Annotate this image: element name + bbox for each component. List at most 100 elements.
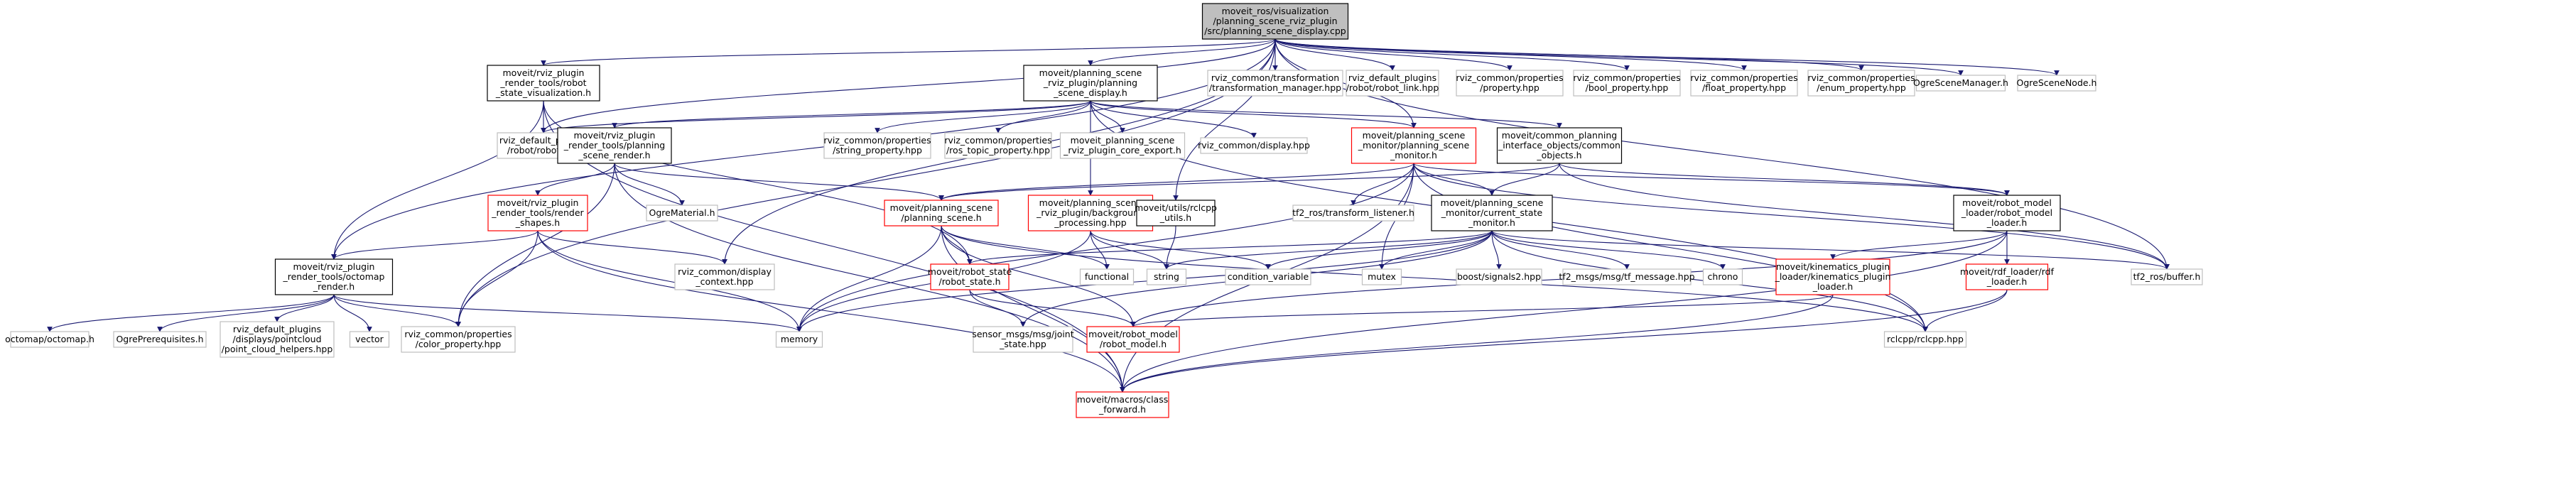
node-label-line: _utils.h (1159, 212, 1191, 223)
node-rdf-loader[interactable]: moveit/rdf_loader/rdf_loader.h (1960, 263, 2055, 290)
node-common-pio[interactable]: moveit/common_planning_interface_objects… (1496, 127, 1623, 164)
edge-octomap-render-to-octomap (47, 294, 335, 332)
edge-common-pio-to-csm (1489, 163, 1560, 196)
node-box (1361, 268, 1402, 285)
node-float-prop[interactable]: rviz_common/properties/float_property.hp… (1690, 70, 1798, 97)
node-rclcpp[interactable]: rclcpp/rclcpp.hpp (1883, 331, 1967, 348)
node-property[interactable]: rviz_common/properties/property.hpp (1456, 70, 1564, 97)
node-display-hpp[interactable]: rviz_common/display.hpp (1198, 137, 1310, 154)
node-label-line: moveit/rviz_plugin (503, 67, 585, 78)
node-box (1807, 70, 1915, 97)
node-enum-prop[interactable]: rviz_common/properties/enum_property.hpp (1807, 70, 1915, 97)
node-tf-listener[interactable]: tf2_ros/transform_listener.h (1292, 204, 1414, 222)
node-label-line: moveit/planning_scene (1039, 67, 1142, 78)
node-bg-processing[interactable]: moveit/planning_scene_rviz_plugin/backgr… (1027, 195, 1154, 231)
node-octomap-render[interactable]: moveit/rviz_plugin_render_tools/octomap_… (274, 258, 394, 295)
node-ogre-material[interactable]: OgreMaterial.h (646, 204, 718, 222)
node-box (1953, 195, 2061, 231)
node-display-context[interactable]: rviz_common/display_context.hpp (674, 263, 775, 290)
node-octomap[interactable]: octomap/octomap.h (5, 331, 94, 348)
node-robot-model-h[interactable]: moveit/robot_model/robot_model.h (1086, 326, 1180, 353)
node-box (1351, 127, 1477, 164)
node-csm[interactable]: moveit/planning_scene_monitor/current_st… (1431, 195, 1553, 231)
node-robot-state-vis[interactable]: moveit/rviz_plugin_render_tools/robot_st… (487, 65, 600, 102)
node-label-line: moveit_planning_scene (1071, 135, 1175, 146)
node-label-line: _context.hpp (695, 276, 753, 287)
node-rclcpp-utils[interactable]: moveit/utils/rclcpp_utils.h (1135, 200, 1217, 227)
node-render-shapes[interactable]: moveit/rviz_plugin_render_tools/render_s… (487, 195, 588, 231)
node-psm[interactable]: moveit/planning_scene_monitor/planning_s… (1351, 127, 1477, 164)
node-functional[interactable]: functional (1079, 268, 1135, 285)
node-core-export[interactable]: moveit_planning_scene_rviz_plugin_core_e… (1059, 132, 1186, 159)
node-label-line: _loader.h (1986, 276, 2028, 287)
node-sensor-msgs[interactable]: sensor_msgs/msg/joint_state.hpp (972, 326, 1074, 353)
edge-csm-to-string-h (1164, 230, 1493, 270)
node-root[interactable]: moveit_ros/visualization/planning_scene_… (1201, 3, 1349, 40)
node-color-prop[interactable]: rviz_common/properties/color_property.hp… (401, 326, 516, 353)
edge-common-pio-to-tf-buffer (1559, 163, 2170, 270)
node-kin-loader[interactable]: moveit/kinematics_plugin_loader/kinemati… (1775, 258, 1891, 295)
node-box (674, 263, 775, 290)
node-label-line: moveit/rviz_plugin (497, 197, 579, 208)
edge-planning-scene-h-to-rclcpp (941, 225, 1928, 332)
node-robot-state-h[interactable]: moveit/robot_state/robot_state.h (928, 263, 1012, 290)
node-ogre-mgr[interactable]: OgreSceneManager.h (1913, 75, 2008, 92)
edge-root-to-psm (1275, 38, 1417, 129)
edge-common-pio-to-planning-scene-h (938, 163, 1560, 201)
node-class-forward[interactable]: moveit/macros/class_forward.h (1076, 391, 1169, 418)
node-label-line: OgreSceneNode.h (2017, 77, 2097, 88)
node-robot-link[interactable]: rviz_default_plugins/robot/robot_link.hp… (1346, 70, 1439, 97)
edge-bg-processing-to-cond-var (1090, 230, 1271, 270)
node-label-line: OgreSceneManager.h (1913, 77, 2008, 88)
node-boost-signals[interactable]: boost/signals2.hpp (1456, 268, 1542, 285)
node-tf-mgr[interactable]: rviz_common/transformation/transformatio… (1207, 70, 1343, 97)
node-box (1573, 70, 1681, 97)
node-memory[interactable]: memory (775, 331, 823, 348)
node-vector[interactable]: vector (349, 331, 390, 348)
edge-planning-scene-h-to-memory (796, 225, 942, 332)
node-bool-prop[interactable]: rviz_common/properties/bool_property.hpp (1573, 70, 1681, 97)
node-string-h[interactable]: string (1146, 268, 1187, 285)
node-psd-h[interactable]: moveit/planning_scene_rviz_plugin/planni… (1023, 65, 1158, 102)
node-label-line: /property.hpp (1480, 82, 1539, 93)
edge-ps-render-to-planning-scene-h (614, 163, 944, 201)
node-rml[interactable]: moveit/robot_model_loader/robot_model_lo… (1953, 195, 2061, 231)
node-ros-topic-prop[interactable]: rviz_common/properties/ros_topic_propert… (944, 132, 1052, 159)
node-label-line: _rviz_plugin/planning (1043, 77, 1137, 88)
node-pc-helpers[interactable]: rviz_default_plugins/displays/pointcloud… (220, 321, 335, 358)
node-ps-render[interactable]: moveit/rviz_plugin_render_tools/planning… (557, 127, 672, 164)
node-cond-var[interactable]: condition_variable (1225, 268, 1311, 285)
node-tf-buffer[interactable]: tf2_ros/buffer.h (2131, 268, 2203, 285)
node-tf-message[interactable]: tf2_msgs/msg/tf_message.hpp (1559, 268, 1695, 285)
node-label-line: functional (1085, 271, 1129, 282)
node-ogre-prereq[interactable]: OgrePrerequisites.h (113, 331, 207, 348)
node-label-line: _loader/kinematics_plugin (1775, 271, 1891, 282)
node-string-prop[interactable]: rviz_common/properties/string_property.h… (823, 132, 931, 159)
node-label-line: _monitor/current_state (1441, 207, 1543, 218)
node-label-line: moveit/macros/class (1077, 394, 1168, 405)
node-label-line: mutex (1368, 271, 1396, 282)
edge-csm-to-robot-state-h (967, 230, 1493, 265)
node-label-line: _monitor.h (1468, 217, 1515, 228)
node-chrono[interactable]: chrono (1702, 268, 1743, 285)
node-label-line: /robot_state.h (938, 276, 1000, 287)
edge-robot-state-h-to-sensor-msgs (969, 289, 1026, 327)
edge-psd-h-to-robot-hpp (541, 100, 1091, 133)
node-label-line: _forward.h (1098, 404, 1146, 415)
node-box (1702, 268, 1743, 285)
node-box (1292, 204, 1414, 222)
edge-render-shapes-to-octomap-render (331, 230, 539, 260)
edge-octomap-render-to-color-prop (333, 294, 461, 327)
node-planning-scene-h[interactable]: moveit/planning_scene/planning_scene.h (884, 200, 999, 227)
node-label-line: rviz_common/display (678, 266, 772, 277)
node-box (884, 200, 999, 227)
node-ogre-node[interactable]: OgreSceneNode.h (2017, 75, 2097, 92)
node-label-line: _loader.h (1812, 281, 1853, 292)
node-label-line: moveit/planning_scene (1441, 197, 1544, 208)
node-label-line: string (1154, 271, 1179, 282)
edge-robot-state-vis-to-octomap-render (331, 100, 544, 260)
node-mutex[interactable]: mutex (1361, 268, 1402, 285)
node-label-line: _interface_objects/common (1498, 140, 1620, 151)
node-label-line: /float_property.hpp (1702, 82, 1786, 93)
